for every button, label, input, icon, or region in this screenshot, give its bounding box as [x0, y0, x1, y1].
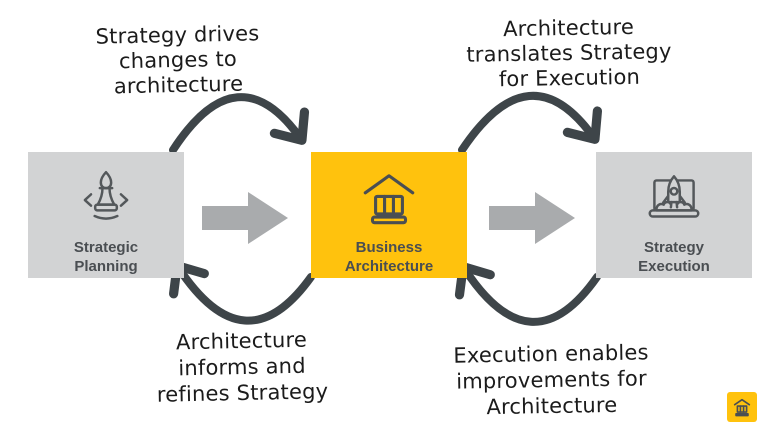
arc-execution-enables-improvements — [454, 262, 601, 326]
annotation-architecture-informs: Architecture informs and refines Strateg… — [131, 326, 353, 409]
box-business-architecture: Business Architecture — [311, 152, 467, 278]
arc-architecture-informs-strategy — [169, 261, 315, 325]
annotation-execution-enables: Execution enables improvements for Archi… — [433, 339, 669, 421]
label-line: Planning — [74, 258, 138, 275]
brand-logo — [727, 392, 757, 422]
annotation-line: improvements for — [455, 366, 647, 394]
annotation-line: Execution enables — [453, 340, 649, 368]
label-line: Execution — [638, 258, 710, 275]
annotation-line: for Execution — [498, 64, 641, 92]
box-label-strategy-execution: Strategy Execution — [638, 238, 710, 276]
annotation-line: Architecture — [486, 392, 618, 420]
box-strategy-execution: Strategy Execution — [596, 152, 752, 278]
bank-logo-icon — [733, 398, 751, 417]
annotation-architecture-translates: Architecture translates Strategy for Exe… — [448, 14, 689, 93]
flow-arrow-architecture-to-execution — [489, 192, 575, 244]
annotation-line: translates Strategy — [466, 39, 672, 67]
flow-arrow-planning-to-architecture — [202, 192, 288, 244]
chess-pawn-icon — [73, 162, 139, 236]
arc-strategy-drives-changes — [169, 93, 310, 154]
box-label-strategic-planning: Strategic Planning — [74, 238, 138, 276]
annotation-line: architecture — [113, 71, 244, 99]
annotation-strategy-drives-changes: Strategy drives changes to architecture — [67, 21, 289, 101]
label-line: Strategy — [643, 239, 705, 256]
box-label-business-architecture: Business Architecture — [345, 238, 433, 276]
annotation-line: refines Strategy — [156, 379, 329, 407]
arc-architecture-translates-strategy — [458, 91, 602, 154]
box-strategic-planning: Strategic Planning — [28, 152, 184, 278]
label-line: Business — [355, 239, 423, 256]
annotation-line: Strategy drives — [95, 21, 260, 49]
label-line: Strategic — [73, 239, 139, 256]
label-line: Architecture — [344, 258, 434, 275]
bank-icon — [356, 162, 422, 236]
rocket-laptop-icon — [641, 162, 707, 236]
